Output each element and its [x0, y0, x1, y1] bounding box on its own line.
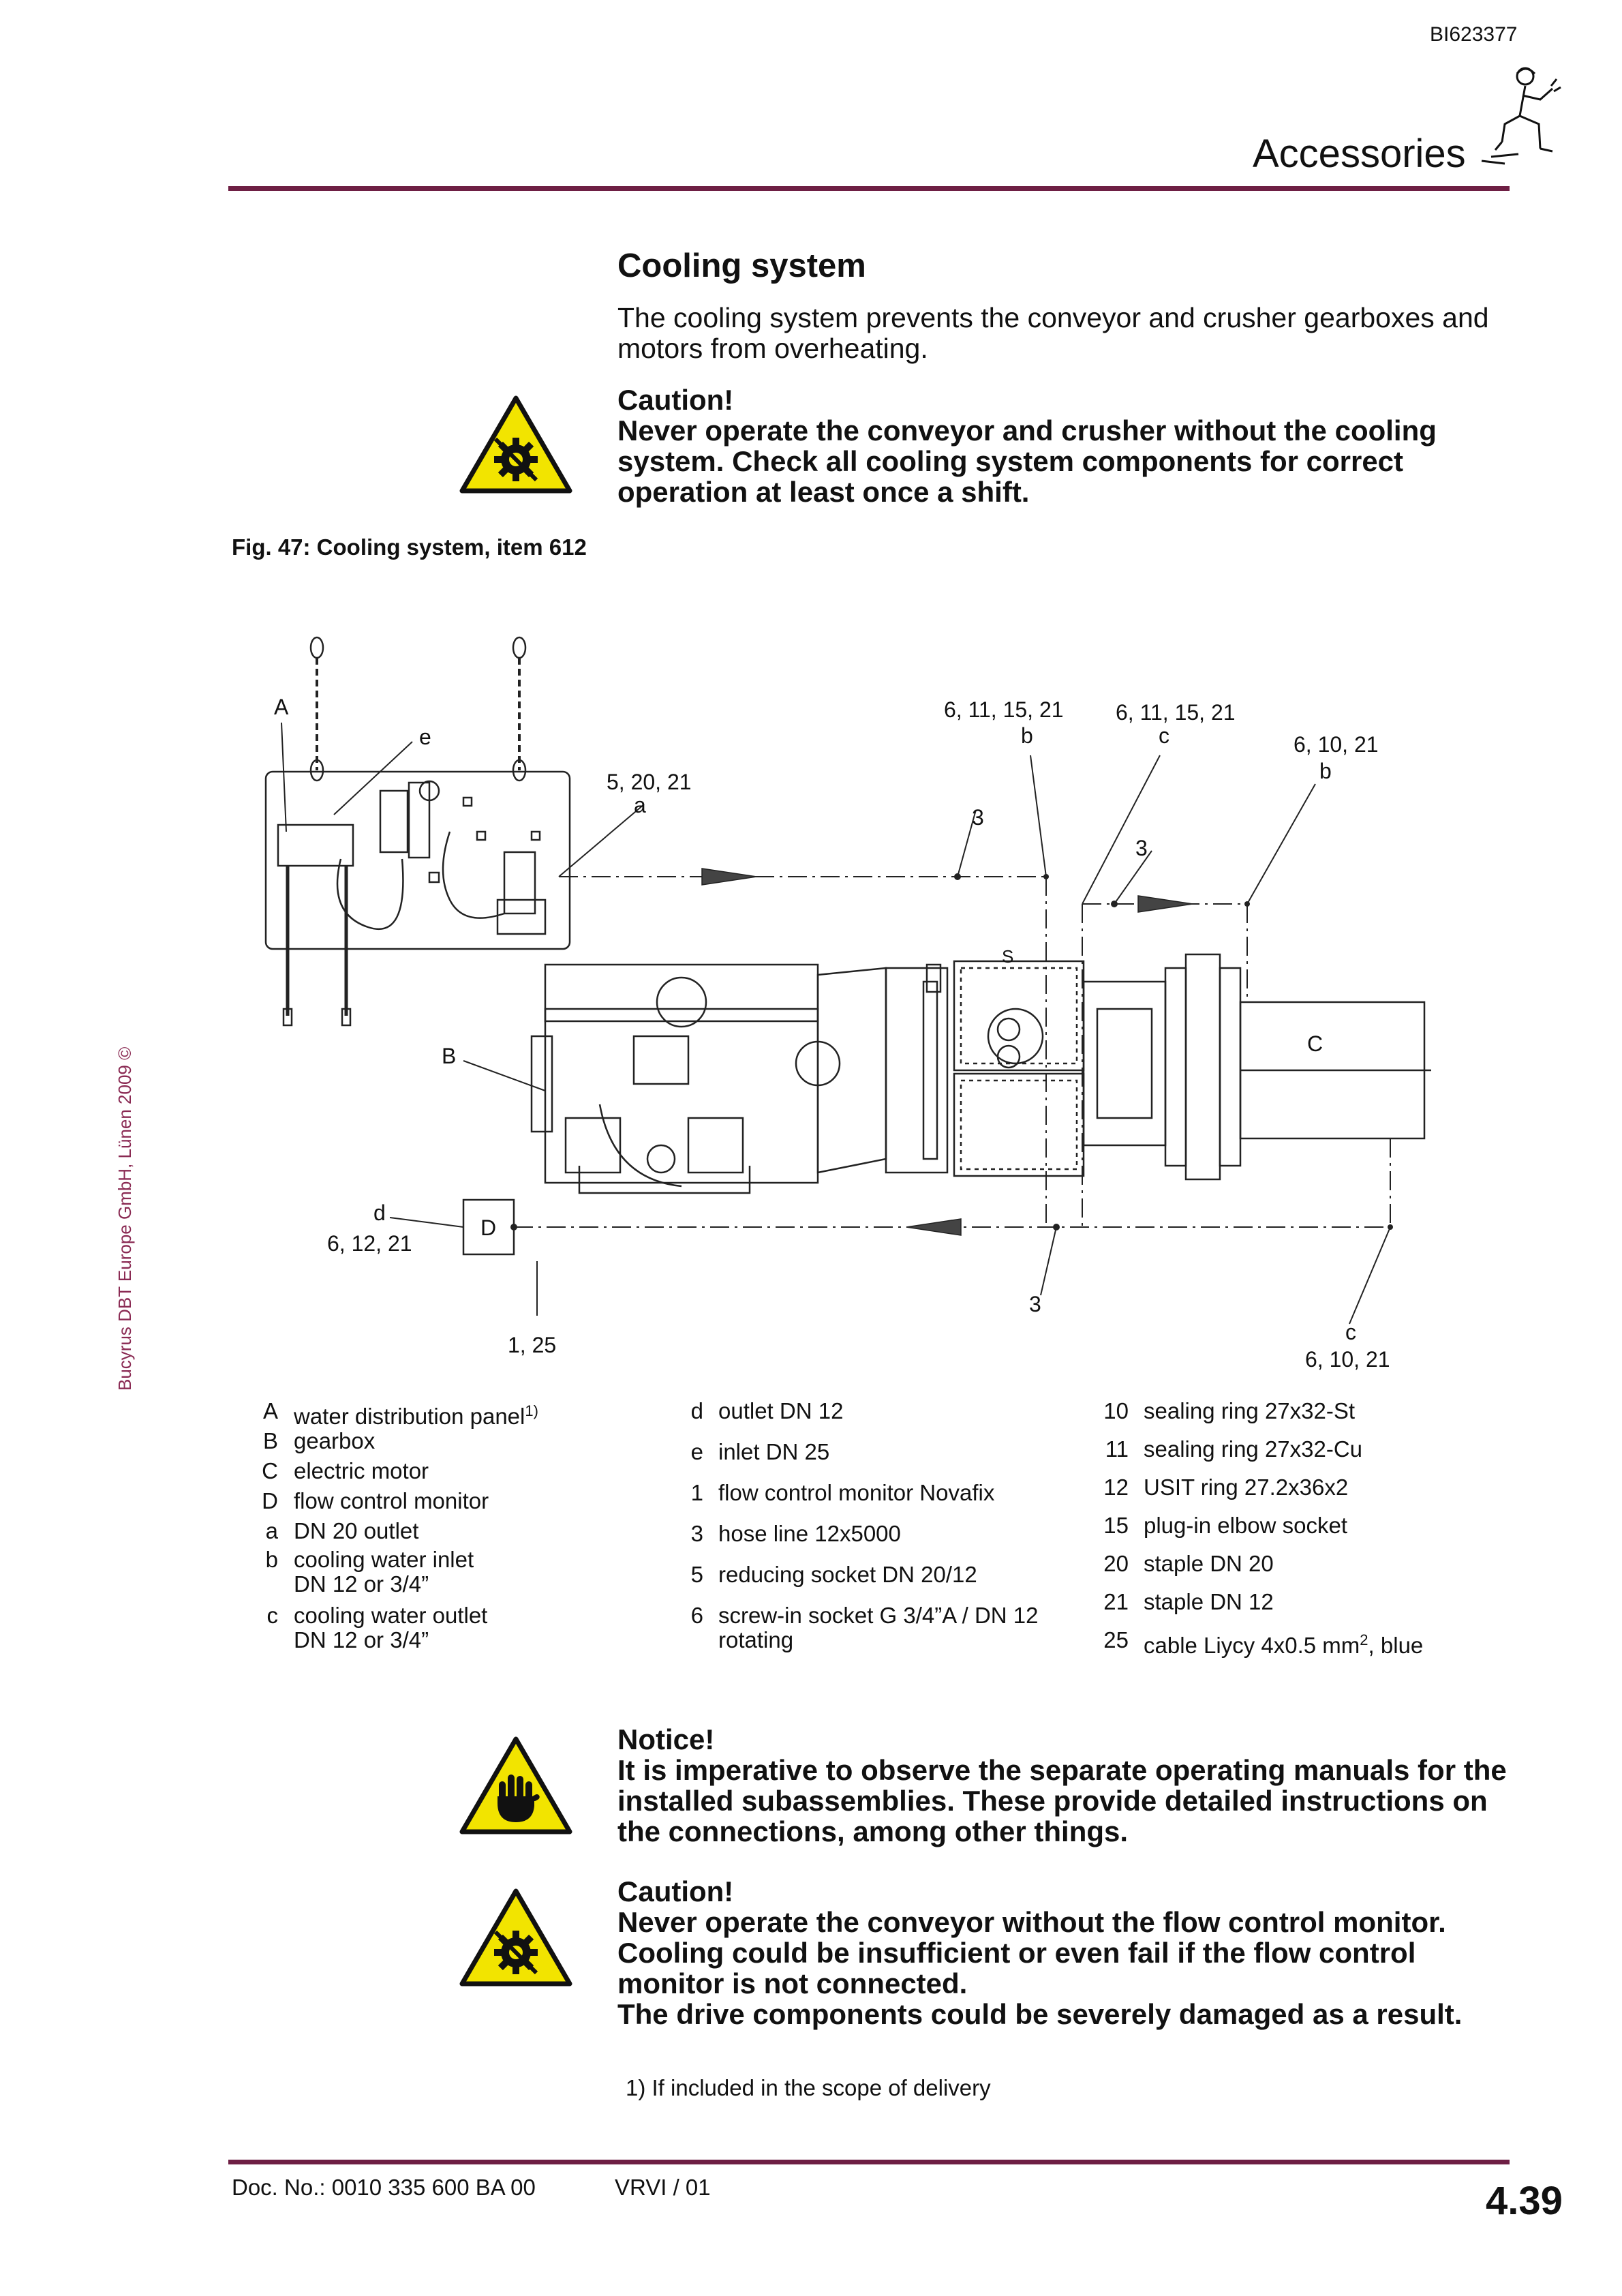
document-id: BI623377 — [1430, 23, 1518, 46]
water-distribution-panel — [264, 770, 571, 950]
caution-title: Caution! — [617, 384, 734, 416]
page-number: 4.39 — [1486, 2179, 1563, 2223]
label-D: D — [480, 1215, 496, 1240]
caution-consequence-text: The drive components could be severely d… — [617, 1998, 1463, 2030]
label-1-25: 1, 25 — [508, 1333, 556, 1357]
label-s: S — [1002, 946, 1013, 967]
caution-text: Never operate the conveyor and crusher w… — [617, 414, 1437, 508]
gearbox-assembly — [530, 953, 1242, 1194]
label-hose-3: 3 — [1029, 1292, 1041, 1316]
label-hose-3: 3 — [1135, 836, 1148, 860]
label-b1-parts: 6, 11, 15, 21 — [944, 697, 1064, 722]
header-rule — [228, 186, 1510, 191]
notice-text: It is imperative to observe the separate… — [617, 1754, 1507, 1847]
label-A: A — [274, 695, 289, 719]
label-hose-3: 3 — [972, 805, 984, 830]
intro-paragraph: The cooling system prevents the conveyor… — [617, 302, 1489, 364]
flow-arrow-right — [1137, 895, 1193, 913]
notice-title: Notice! — [617, 1723, 715, 1755]
label-a-parts: 5, 20, 21 — [607, 770, 692, 794]
footnote: 1) If included in the scope of delivery — [626, 2075, 991, 2100]
section-heading: Cooling system — [617, 247, 866, 284]
figure-caption: Fig. 47: Cooling system, item 612 — [232, 534, 587, 560]
flow-arrow-left — [906, 1218, 962, 1236]
label-d: d — [373, 1200, 386, 1225]
caution-text: Never operate the conveyor without the f… — [617, 1906, 1446, 1999]
footer-rule — [228, 2160, 1510, 2164]
label-C: C — [1307, 1031, 1323, 1056]
label-c1-parts: 6, 11, 15, 21 — [1116, 700, 1236, 725]
version: VRVI / 01 — [615, 2175, 711, 2200]
suspension-chain-left — [309, 636, 324, 782]
label-c2-parts: 6, 10, 21 — [1305, 1347, 1390, 1372]
label-c1: c — [1159, 723, 1169, 748]
label-e: e — [419, 725, 431, 749]
label-a: a — [634, 793, 646, 817]
label-b1: b — [1021, 723, 1033, 748]
label-B: B — [442, 1044, 456, 1068]
cooling-system-diagram: A e 5, 20, 21 a 6, 11, 15, 21 b 6, 11, 1… — [264, 636, 1431, 1372]
label-c2: c — [1345, 1320, 1356, 1344]
hand-notice-warning-icon — [459, 1736, 572, 1834]
label-d-parts: 6, 12, 21 — [327, 1231, 412, 1256]
flow-arrow-right — [701, 868, 757, 886]
suspension-chain-right — [512, 636, 527, 782]
label-b2-parts: 6, 10, 21 — [1294, 732, 1379, 757]
section-title: Accessories — [1253, 132, 1466, 176]
gear-hazard-warning-icon — [459, 1888, 572, 1987]
label-b2: b — [1319, 759, 1332, 783]
gear-hazard-warning-icon — [459, 395, 572, 494]
document-number: Doc. No.: 0010 335 600 BA 00 — [232, 2175, 536, 2200]
mechanic-with-wrench-icon — [1481, 67, 1561, 165]
copyright-notice: Bucyrus DBT Europe GmbH, Lünen 2009 © — [114, 1046, 135, 1391]
caution-title: Caution! — [617, 1875, 734, 1907]
